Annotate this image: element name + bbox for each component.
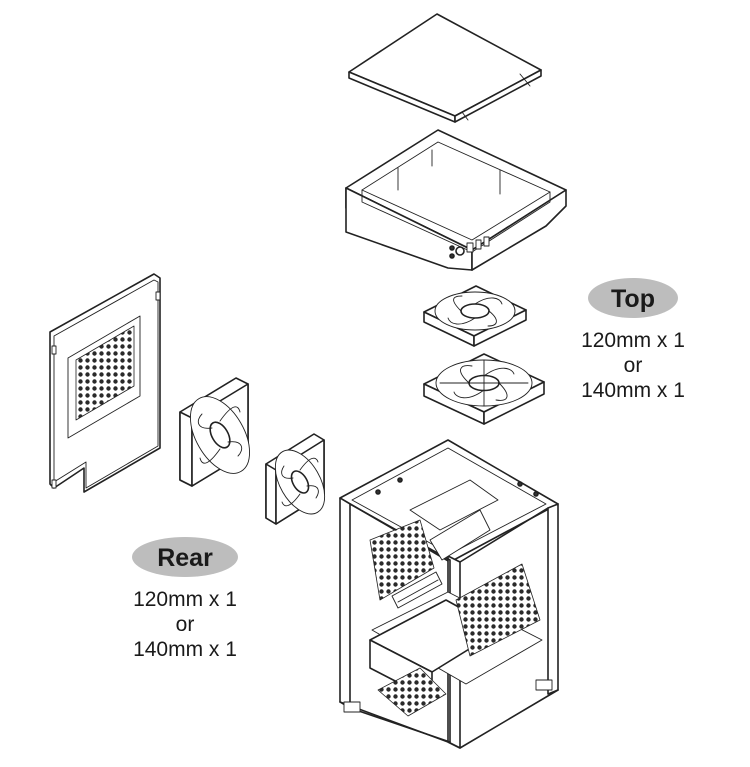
top-fan-140mm-icon (423, 353, 545, 425)
rear-badge (132, 537, 238, 577)
top-spec-line3: 140mm x 1 (581, 379, 685, 402)
rear-label: Rear 120mm x 1 or 140mm x 1 (132, 537, 238, 661)
top-panel-icon (348, 13, 542, 123)
top-badge (588, 278, 678, 318)
rear-fan-120mm-icon (265, 433, 326, 525)
rear-badge-text: Rear (157, 544, 213, 572)
rear-fan-140mm-icon (179, 377, 250, 487)
top-spec-line1: 120mm x 1 (581, 329, 685, 352)
top-label: Top 120mm x 1 or 140mm x 1 (581, 278, 685, 402)
chassis-icon (339, 439, 559, 749)
top-badge-text: Top (611, 285, 655, 313)
top-spec-line2: or (624, 354, 643, 377)
top-frame-io-icon (345, 129, 567, 271)
rear-spec-line1: 120mm x 1 (133, 588, 237, 611)
rear-panel-icon (49, 273, 161, 493)
rear-spec-line3: 140mm x 1 (133, 638, 237, 661)
rear-spec-line2: or (176, 613, 195, 636)
top-fan-120mm-icon (423, 285, 527, 347)
